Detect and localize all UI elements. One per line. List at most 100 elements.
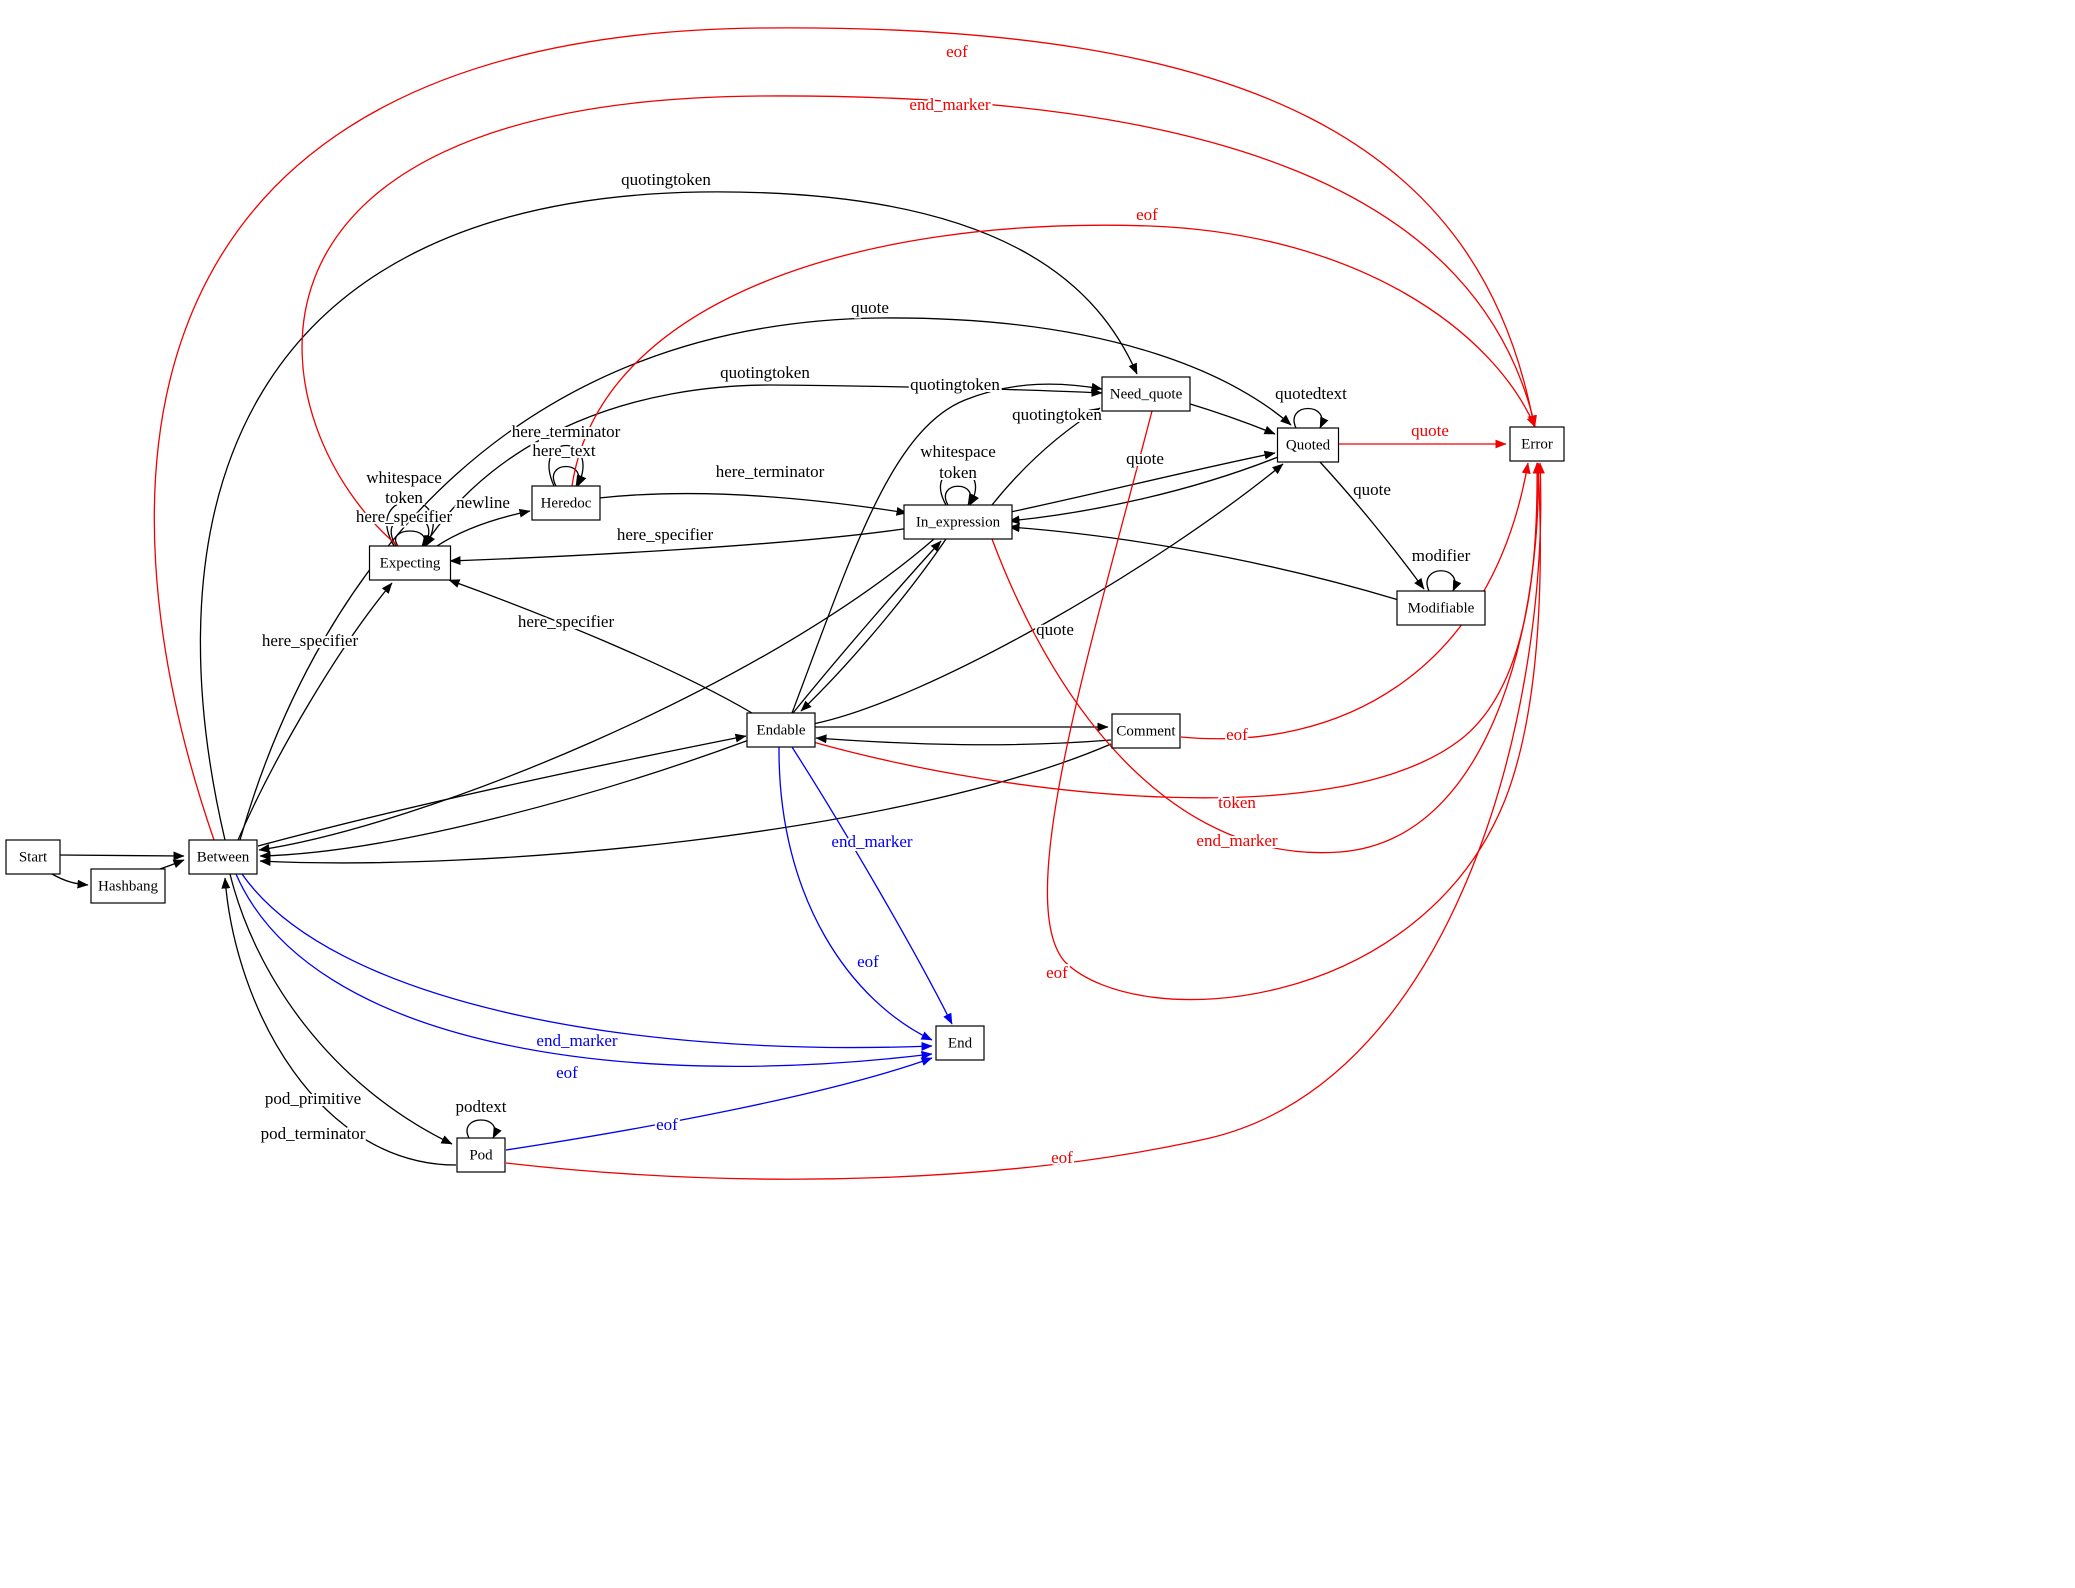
node-box-Modifiable	[1396, 590, 1486, 626]
node-label-Between: Between	[197, 849, 250, 865]
edge-Start-to-Hashbang	[51, 873, 89, 889]
node-box-Comment	[1111, 713, 1181, 749]
edge-Between-to-Need_quote-quotingtoken	[199, 191, 1138, 841]
edge-Need_quote-to-Quoted	[1186, 402, 1276, 435]
edge-Expecting-to-Need_quote-quotingtoken	[423, 384, 1103, 547]
node-label-Error: Error	[1521, 436, 1553, 452]
node-box-In_expression	[903, 504, 1013, 540]
edge-Pod-to-End-eof	[505, 1057, 933, 1151]
edge-Endable-to-Between	[259, 739, 750, 861]
edge-label-Endable-quotingtoken: quotingtoken	[910, 375, 1000, 394]
node-label-In_expression: In_expression	[916, 514, 1001, 530]
edge-label-In_expression-quotingtoken: quotingtoken	[1012, 405, 1102, 424]
edge-label-In_expression-quote: quote	[1126, 449, 1164, 468]
node-box-Need_quote	[1101, 376, 1191, 412]
edge-label-Between-pod_primitive: pod_primitive	[265, 1089, 361, 1108]
edge-label-Quoted-quote: quote	[1411, 421, 1449, 440]
edge-label-In_expression-end_marker: end_marker	[1196, 831, 1278, 850]
edge-label-In_expression-token: token	[939, 463, 977, 482]
node-label-Modifiable: Modifiable	[1408, 600, 1475, 616]
edge-Heredoc-to-Heredoc-here_terminator	[548, 444, 587, 487]
edge-Expecting-to-Error-end_marker	[301, 95, 1537, 547]
edge-label-Pod-pod_terminator: pod_terminator	[261, 1124, 366, 1143]
node-label-Quoted: Quoted	[1286, 437, 1331, 453]
edge-label-Heredoc-here_terminator: here_terminator	[716, 462, 825, 481]
edge-labels-layer: here_specifier pod_primitive pod_terminato…	[259, 40, 1473, 1169]
edge-Between-to-Pod-pod_primitive	[229, 873, 453, 1145]
edge-Between-to-Quoted-quote	[239, 317, 1292, 841]
edge-Between-to-Endable	[257, 733, 747, 847]
edge-label-Between-eof: eof	[556, 1063, 578, 1082]
edge-label-Between-here_specifier: here_specifier	[262, 631, 359, 650]
node-box-Quoted	[1276, 427, 1340, 463]
edge-Quoted-to-Quoted-quotedtext	[1293, 408, 1329, 429]
node-label-Hashbang: Hashbang	[98, 878, 158, 894]
edge-label-Expecting-token: token	[385, 488, 423, 507]
edge-Between-to-Error-eof	[153, 27, 1537, 841]
node-box-Start	[5, 839, 61, 875]
edge-Quoted-to-In_expression	[1008, 456, 1279, 525]
edge-label-Quoted-quote: quote	[1353, 480, 1391, 499]
edge-Expecting-to-Expecting-whitespace	[386, 500, 436, 547]
edge-label-Endable-eof: eof	[857, 952, 879, 971]
edge-In_expression-to-Endable	[800, 538, 947, 712]
edge-label-Modifiable-modifier: modifier	[1412, 546, 1471, 565]
edge-In_expression-to-In_expression-whitespace	[939, 469, 979, 506]
edge-label-Pod-eof: eof	[656, 1115, 678, 1134]
node-label-End: End	[948, 1035, 973, 1051]
edge-label-Need_quote-eof: eof	[1046, 963, 1068, 982]
node-label-Start: Start	[19, 849, 48, 865]
node-Pod: Pod	[456, 1137, 506, 1173]
edge-label-Heredoc-eof: eof	[1136, 205, 1158, 224]
edge-Comment-to-Between	[259, 743, 1112, 866]
edge-Hashbang-to-Between	[159, 859, 185, 870]
node-Heredoc: Heredoc	[531, 485, 601, 521]
edge-In_expression-to-Between	[258, 538, 935, 853]
edge-label-Endable-quote: quote	[1036, 620, 1074, 639]
edge-Pod-to-Error-eof	[505, 462, 1545, 1180]
edge-Heredoc-to-In_expression-here_terminator	[598, 492, 908, 516]
edge-label-Pod-podtext: podtext	[456, 1097, 507, 1116]
edge-In_expression-to-Expecting-here_specifier	[449, 527, 911, 566]
edge-In_expression-to-Quoted-quote	[1005, 450, 1276, 514]
edge-label-In_expression-whitespace: whitespace	[920, 442, 996, 461]
node-box-Heredoc	[531, 485, 601, 521]
node-In_expression: In_expression	[903, 504, 1013, 540]
edge-Pod-to-Between-pod_terminator	[221, 877, 457, 1166]
edge-label-Endable-here_specifier: here_specifier	[518, 612, 615, 631]
edge-label-Between-quotingtoken: quotingtoken	[621, 170, 711, 189]
edge-Endable-to-End-eof	[778, 746, 933, 1041]
edge-label-Expecting-newline: newline	[456, 493, 510, 512]
edge-Modifiable-to-In_expression	[1008, 523, 1403, 602]
edge-label-Between-end_marker: end_marker	[536, 1031, 618, 1050]
edge-Endable-to-Quoted-quote	[812, 463, 1284, 725]
node-label-Need_quote: Need_quote	[1110, 386, 1183, 402]
node-Expecting: Expecting	[368, 545, 452, 581]
node-Modifiable: Modifiable	[1396, 590, 1486, 626]
node-Error: Error	[1509, 426, 1565, 462]
node-Comment: Comment	[1111, 713, 1181, 749]
edge-Modifiable-to-Modifiable-modifier	[1426, 570, 1462, 592]
edge-Between-to-Expecting-here_specifier	[237, 582, 393, 841]
edge-label-In_expression-here_specifier: here_specifier	[617, 525, 714, 544]
edge-Heredoc-to-Error-eof	[571, 224, 1536, 487]
edge-In_expression-to-Error-end_marker	[991, 462, 1543, 854]
edge-Between-to-End-end_marker	[241, 873, 933, 1051]
edge-Endable-to-Expecting-here_specifier	[448, 579, 753, 714]
edge-label-Endable-end_marker: end_marker	[831, 832, 913, 851]
edge-label-Expecting-here_specifier: here_specifier	[356, 507, 453, 526]
node-End: End	[935, 1025, 985, 1061]
edge-label-Between-eof: eof	[946, 42, 968, 61]
node-Hashbang: Hashbang	[90, 868, 166, 904]
node-box-Pod	[456, 1137, 506, 1173]
edge-Expecting-to-Expecting-token	[390, 515, 434, 547]
edge-label-Heredoc-here_text: here_text	[532, 441, 596, 460]
edges-layer	[51, 27, 1545, 1180]
edge-Pod-to-Pod-podtext	[466, 1119, 502, 1139]
edge-label-Between-quote: quote	[851, 298, 889, 317]
edge-label-Expecting-end_marker: end_marker	[909, 95, 991, 114]
node-Start: Start	[5, 839, 61, 875]
edge-Quoted-to-Modifiable-quote	[1319, 461, 1425, 590]
